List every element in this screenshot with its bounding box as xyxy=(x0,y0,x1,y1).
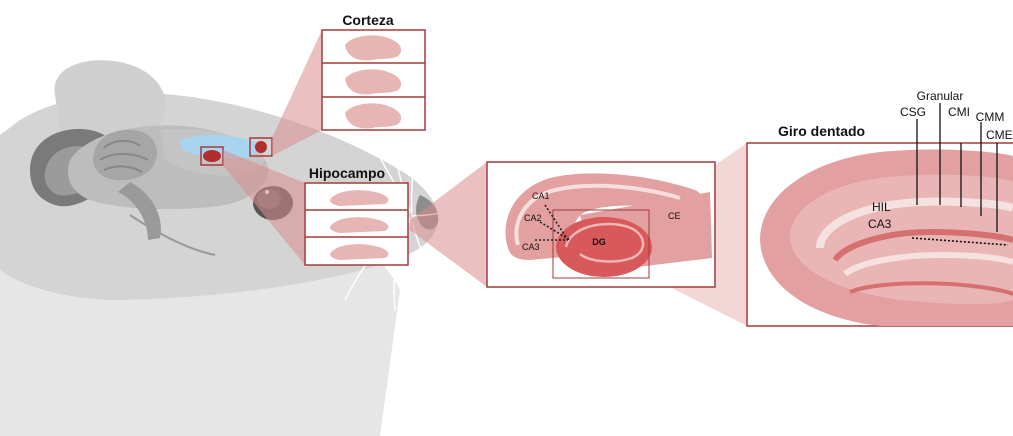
giro-dentado-panel: Giro dentado Granular CSG CMI CMM CME HI… xyxy=(747,89,1013,326)
label-ca3-small: CA3 xyxy=(522,242,540,252)
hippocampus-section-panel: CA1 CA2 CA3 DG CE xyxy=(487,162,715,287)
cortex-slice-icons xyxy=(345,35,401,128)
label-ca2: CA2 xyxy=(524,213,542,223)
label-cmi: CMI xyxy=(948,105,970,119)
label-granular: Granular xyxy=(917,89,964,103)
label-cmm: CMM xyxy=(976,110,1005,124)
label-dg: DG xyxy=(592,237,606,247)
label-ca1: CA1 xyxy=(532,191,550,201)
giro-dentado-title: Giro dentado xyxy=(778,123,865,139)
label-cme: CME xyxy=(986,128,1013,142)
corteza-title: Corteza xyxy=(342,12,394,28)
hippocampus-slice-icons xyxy=(330,190,388,260)
cortex-sample-dot xyxy=(255,141,267,153)
label-csg: CSG xyxy=(900,105,926,119)
dentate-gyrus-region xyxy=(556,217,652,277)
hipocampo-title: Hipocampo xyxy=(309,165,385,181)
label-ce: CE xyxy=(668,211,681,221)
hippocampus-sample-dot xyxy=(203,150,221,162)
corteza-panel: Corteza xyxy=(322,12,425,130)
label-ca3-large: CA3 xyxy=(868,217,892,231)
label-hil: HIL xyxy=(872,200,891,214)
